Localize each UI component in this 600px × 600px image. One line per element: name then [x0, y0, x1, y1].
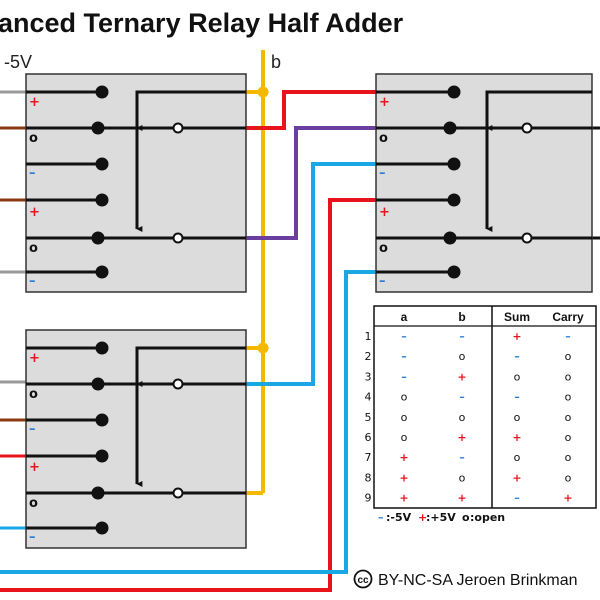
table-cell: – — [401, 330, 407, 343]
table-header-carry: Carry — [552, 310, 584, 324]
table-cell: + — [399, 451, 408, 464]
purple-wire — [246, 126, 376, 240]
relay-3-body — [375, 73, 593, 293]
svg-text:–: – — [29, 274, 36, 289]
table-row-number: 2 — [365, 350, 372, 363]
svg-text:–: – — [29, 422, 36, 437]
table-cell: – — [514, 492, 520, 505]
table-cell: – — [459, 451, 465, 464]
blue-wire-bottom — [0, 270, 376, 574]
svg-text:+: + — [29, 460, 40, 475]
table-cell: o — [514, 370, 521, 383]
table-cell: – — [401, 370, 407, 383]
table-cell: o — [565, 471, 572, 484]
credit-text: BY-NC-SA Jeroen Brinkman — [378, 572, 578, 589]
table-cell: o — [401, 411, 408, 424]
table-cell: + — [457, 431, 466, 444]
table-cell: + — [399, 492, 408, 505]
legend-symbol: o — [462, 511, 470, 524]
table-row-number: 1 — [365, 330, 372, 343]
table-legend: –:-5V +:+5V o:open — [378, 511, 505, 524]
svg-text:o: o — [29, 131, 38, 146]
table-cell: – — [565, 330, 571, 343]
cc-badge-text: cc — [357, 575, 369, 586]
table-cell: o — [459, 350, 466, 363]
table-header-a: a — [401, 310, 408, 324]
yellow-junction-1 — [257, 86, 269, 98]
table-row-number: 8 — [365, 471, 372, 484]
b-input-label: b — [271, 52, 281, 72]
table-cell: + — [563, 492, 572, 505]
svg-text:+: + — [379, 205, 390, 220]
table-cell: + — [512, 431, 521, 444]
table-cell: o — [565, 431, 572, 444]
table-row-number: 6 — [365, 431, 372, 444]
table-cell: o — [565, 411, 572, 424]
table-header-sum: Sum — [504, 310, 530, 324]
table-cell: – — [401, 350, 407, 363]
relay-3: + o – + o – — [375, 73, 593, 293]
table-cell: o — [514, 411, 521, 424]
svg-text:o: o — [29, 387, 38, 402]
svg-text:+: + — [29, 351, 40, 366]
table-cell: o — [565, 370, 572, 383]
table-cell: – — [459, 391, 465, 404]
table-cell: o — [401, 391, 408, 404]
svg-text:–: – — [379, 166, 386, 181]
table-cell: + — [457, 370, 466, 383]
table-row-number: 3 — [365, 370, 372, 383]
table-cell: o — [459, 411, 466, 424]
legend-text: :-5V — [386, 511, 412, 524]
table-cell: + — [512, 330, 521, 343]
svg-text:o: o — [29, 496, 38, 511]
table-cell: o — [565, 451, 572, 464]
table-cell: + — [399, 471, 408, 484]
svg-text:+: + — [379, 95, 390, 110]
table-cell: o — [565, 391, 572, 404]
table-cell: – — [514, 391, 520, 404]
svg-text:–: – — [29, 166, 36, 181]
svg-text:o: o — [29, 241, 38, 256]
table-cell: – — [459, 330, 465, 343]
legend-symbol: – — [378, 511, 384, 524]
legend-symbol: + — [418, 511, 427, 524]
table-cell: + — [457, 492, 466, 505]
svg-text:–: – — [29, 530, 36, 545]
relay-2: + o – + o – — [25, 329, 247, 549]
svg-text:o: o — [379, 241, 388, 256]
table-cell: – — [514, 350, 520, 363]
relay-1: + o – + o – — [25, 73, 247, 293]
red-wire-top — [246, 90, 376, 130]
external-wires — [0, 50, 600, 592]
table-row-number: 5 — [365, 411, 372, 424]
svg-text:–: – — [379, 274, 386, 289]
svg-text:o: o — [379, 131, 388, 146]
truth-table-border — [373, 305, 597, 509]
table-cell: o — [565, 350, 572, 363]
credit: cc BY-NC-SA Jeroen Brinkman — [353, 569, 578, 589]
neg5v-label: -5V — [4, 52, 32, 72]
legend-text: :+5V — [426, 511, 456, 524]
table-row-number: 7 — [365, 451, 372, 464]
table-row-number: 9 — [365, 492, 372, 505]
blue-wire-mid — [246, 162, 376, 386]
table-cell: + — [512, 471, 521, 484]
table-cell: o — [514, 451, 521, 464]
legend-text: :open — [470, 511, 505, 524]
table-row-number: 4 — [365, 391, 372, 404]
svg-text:+: + — [29, 205, 40, 220]
table-cell: o — [401, 431, 408, 444]
yellow-junction-2 — [257, 342, 269, 354]
table-cell: o — [459, 471, 466, 484]
cc-license-icon — [353, 569, 373, 589]
diagram-title: anced Ternary Relay Half Adder — [0, 8, 404, 38]
svg-text:+: + — [29, 95, 40, 110]
table-header-b: b — [458, 310, 465, 324]
red-wire-bottom — [0, 198, 376, 592]
